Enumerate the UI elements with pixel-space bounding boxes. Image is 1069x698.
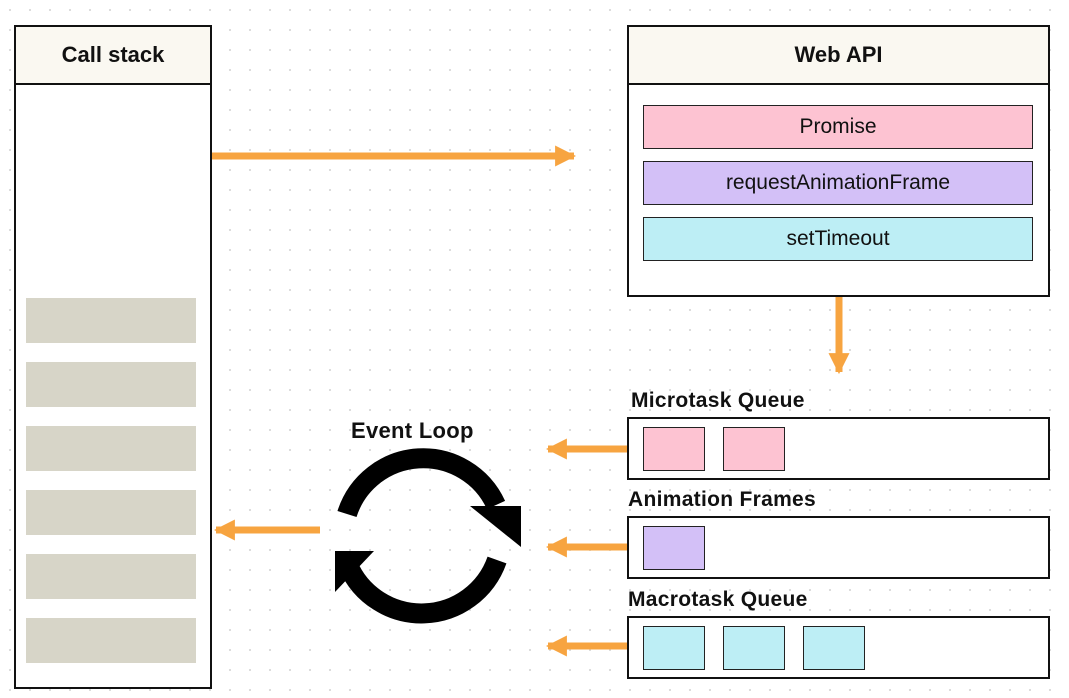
queue-task [803, 626, 865, 670]
call-stack-slot [26, 554, 196, 599]
call-stack-slot [26, 362, 196, 407]
call-stack-slot [26, 298, 196, 343]
call-stack-slot [26, 618, 196, 663]
web-api-item-request-animation-frame: requestAnimationFrame [643, 161, 1033, 205]
queue-task [723, 626, 785, 670]
web-api-item-promise: Promise [643, 105, 1033, 149]
web-api-item-set-timeout: setTimeout [643, 217, 1033, 261]
queue-task [643, 626, 705, 670]
queue-task [723, 427, 785, 471]
call-stack-title: Call stack [16, 27, 210, 85]
queue-task [643, 526, 705, 570]
event-loop-label: Event Loop [351, 418, 474, 443]
web-api-title: Web API [629, 27, 1048, 85]
macrotask-queue-label: Macrotask Queue [628, 588, 808, 611]
call-stack-slot [26, 426, 196, 471]
call-stack-slot [26, 490, 196, 535]
animation-frames-label: Animation Frames [628, 488, 817, 511]
queue-task [643, 427, 705, 471]
microtask-queue-label: Microtask Queue [631, 389, 805, 412]
refresh-cycle-icon [335, 448, 521, 624]
